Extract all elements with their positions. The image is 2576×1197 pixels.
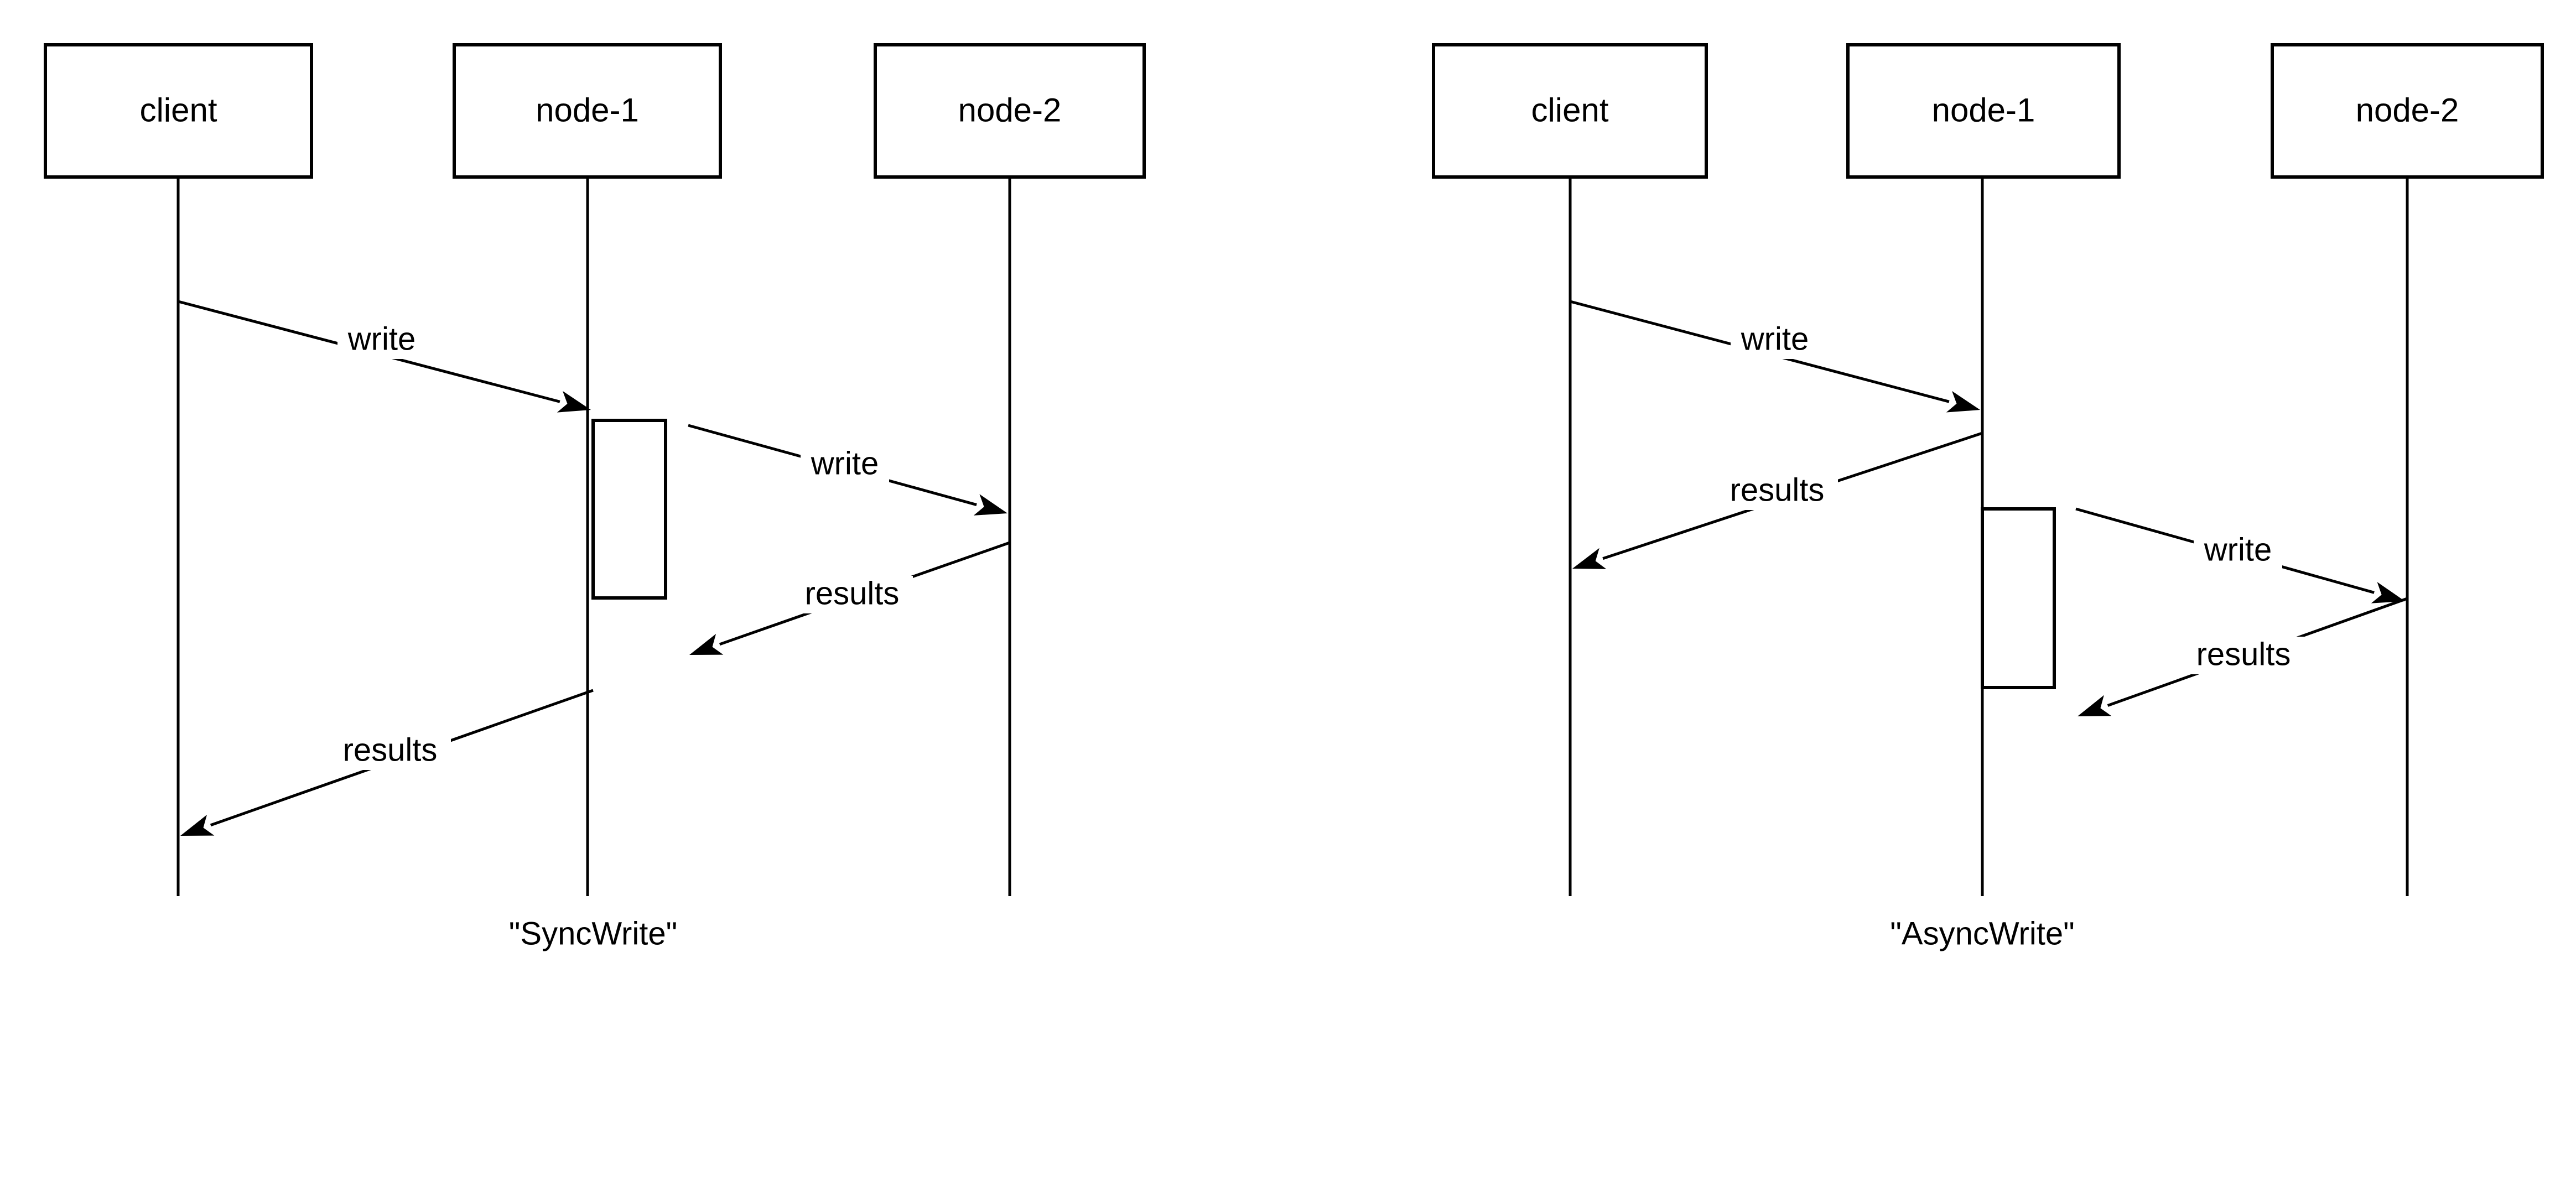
message-label-write-0: write (1741, 321, 1809, 357)
diagram-caption-sync-write: "SyncWrite" (509, 915, 677, 951)
message-label-write-2: write (2204, 532, 2272, 568)
message-label-write-1: write (811, 445, 879, 481)
participant-box-client[interactable] (1432, 43, 1708, 179)
message-label-backdrop-2 (791, 576, 913, 613)
participant-label-client: client (139, 91, 217, 128)
message-label-backdrop-3 (329, 732, 451, 770)
message-arrowhead-0 (1946, 391, 1980, 413)
message-label-results-1: results (1730, 472, 1825, 508)
message-write-node-1-to-node-2[interactable]: write (688, 424, 1007, 516)
participant-node-1[interactable]: node-1 (453, 43, 722, 179)
diagram-caption-async-write: "AsyncWrite" (1890, 915, 2074, 951)
message-write-client-to-node-1[interactable]: write (1570, 300, 1980, 413)
message-label-results-3: results (343, 732, 438, 768)
participant-box-node-1[interactable] (1846, 43, 2121, 179)
message-results-node-1-to-client[interactable]: results (180, 689, 594, 836)
participant-node-2[interactable]: node-2 (2271, 43, 2544, 179)
participant-label-client: client (1531, 91, 1608, 128)
message-label-backdrop-0 (337, 321, 426, 359)
participant-node-1[interactable]: node-1 (1846, 43, 2121, 179)
message-write-client-to-node-1[interactable]: write (178, 300, 591, 413)
diagram-render-root: client node-1 node-2 write write results resul… (44, 43, 2544, 951)
message-arrowhead-0 (557, 391, 591, 413)
participant-label-node-2: node-2 (2356, 91, 2459, 128)
message-label-backdrop-3 (2183, 637, 2304, 674)
participant-box-node-2[interactable] (874, 43, 1146, 179)
message-label-write-0: write (347, 321, 416, 357)
message-write-node-1-to-node-2[interactable]: write (2075, 507, 2405, 603)
participant-box-node-1[interactable] (453, 43, 722, 179)
participant-box-node-2[interactable] (2271, 43, 2544, 179)
activation-bar-node-1 (1981, 507, 2056, 689)
message-label-backdrop-2 (2194, 532, 2282, 570)
message-results-node-2-to-node-1[interactable]: results (2078, 597, 2408, 716)
participant-node-2[interactable]: node-2 (874, 43, 1146, 179)
message-arrowhead-1 (1572, 548, 1607, 569)
message-label-backdrop-1 (801, 446, 889, 483)
participant-box-client[interactable] (44, 43, 313, 179)
message-label-results-2: results (805, 575, 900, 611)
participant-label-node-2: node-2 (958, 91, 1062, 128)
message-arrowhead-2 (689, 633, 724, 655)
message-label-backdrop-1 (1716, 472, 1838, 510)
message-arrowhead-3 (2078, 695, 2112, 716)
message-label-results-3: results (2196, 636, 2291, 672)
message-label-backdrop-0 (1731, 321, 1819, 359)
message-arrowhead-3 (180, 814, 215, 836)
participant-client[interactable]: client (1432, 43, 1708, 179)
diagram-sync-write: client node-1 node-2 write write results resul… (44, 43, 1146, 951)
diagram-async-write: client node-1 node-2 write results write resul… (1432, 43, 2544, 951)
message-results-node-1-to-client[interactable]: results (1572, 431, 1983, 569)
message-arrowhead-2 (2371, 582, 2405, 603)
message-arrowhead-1 (973, 494, 1007, 516)
activation-bar-node-1 (591, 419, 667, 600)
participant-client[interactable]: client (44, 43, 313, 179)
participant-label-node-1: node-1 (536, 91, 639, 128)
participant-label-node-1: node-1 (1932, 91, 2035, 128)
message-results-node-2-to-node-1[interactable]: results (689, 541, 1010, 655)
